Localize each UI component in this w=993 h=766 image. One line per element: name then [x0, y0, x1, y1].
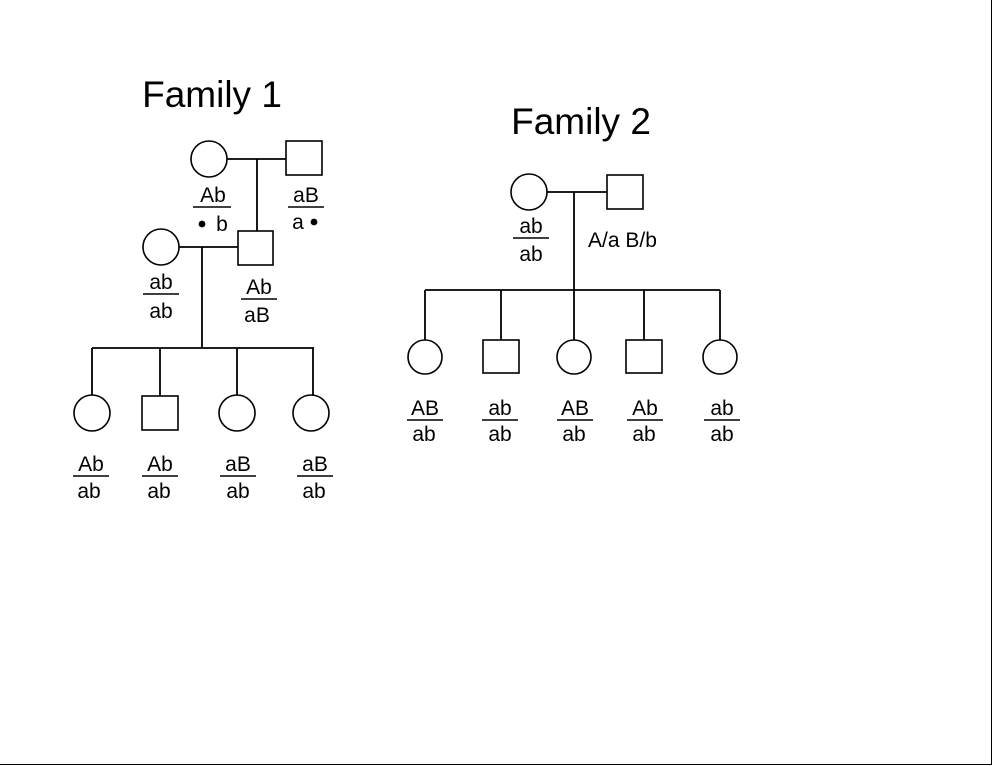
- f1-child-2-genotype: Ab ab: [142, 453, 178, 503]
- f1-g2-father-symbol: [237, 230, 274, 266]
- f2-father-symbol: [606, 174, 644, 210]
- genotype-top: ab: [488, 397, 511, 420]
- genotype-top: Ab: [78, 453, 104, 476]
- f1-child-4-symbol: [292, 394, 330, 432]
- genotype-bottom: ab: [149, 300, 172, 323]
- f1-p-father-genotype: aB a: [288, 184, 324, 234]
- f1-child-1-symbol: [73, 394, 111, 432]
- f2-child-4-genotype: Ab ab: [627, 397, 663, 446]
- f2-mother-symbol: [510, 173, 548, 211]
- family2-pedigree: Family 2 ab ab A/a B/b AB ab ab: [407, 101, 740, 446]
- genotype-bottom: ab: [488, 423, 511, 446]
- f1-child-3-genotype: aB ab: [220, 453, 256, 503]
- f2-child-1-genotype: AB ab: [407, 397, 443, 446]
- f2-child-5-symbol: [702, 339, 738, 375]
- genotype-top: ab: [519, 215, 542, 238]
- genotype-bottom: ab: [710, 423, 733, 446]
- genotype-top: AB: [561, 397, 589, 420]
- f1-p-father-symbol: [285, 140, 323, 176]
- genotype-bottom: aB: [244, 304, 270, 327]
- genotype-top: AB: [411, 397, 439, 420]
- f1-g2-mother-genotype: ab ab: [143, 271, 179, 323]
- f1-child-4-genotype: aB ab: [297, 453, 333, 503]
- genotype-bottom: ab: [302, 480, 325, 503]
- f2-child-3-symbol: [556, 339, 592, 375]
- genotype-top: aB: [225, 453, 251, 476]
- genotype-top: ab: [149, 271, 172, 294]
- f1-p-mother-genotype: Ab b: [193, 184, 231, 236]
- f2-father-genotype: A/a B/b: [588, 229, 657, 252]
- f1-child-2-symbol: [141, 395, 179, 431]
- genotype-top: aB: [302, 453, 328, 476]
- f2-child-2-genotype: ab ab: [482, 397, 518, 446]
- genotype-bottom: ab: [519, 243, 542, 266]
- f2-child-5-genotype: ab ab: [704, 397, 740, 446]
- f2-child-4-symbol: [625, 339, 663, 374]
- f1-g2-father-genotype: Ab aB: [241, 276, 277, 327]
- genotype-bottom: ab: [412, 423, 435, 446]
- family1-title: Family 1: [142, 74, 282, 115]
- f1-child-3-symbol: [218, 394, 256, 432]
- genotype-top: ab: [710, 397, 733, 420]
- genotype-top: Ab: [200, 184, 226, 207]
- dot-icon: [310, 218, 318, 226]
- f2-child-2-symbol: [482, 339, 520, 374]
- genotype-bottom: b: [216, 213, 228, 236]
- family2-title: Family 2: [511, 101, 651, 142]
- f1-p-mother-symbol: [190, 140, 228, 178]
- genotype-bottom: ab: [226, 480, 249, 503]
- f2-child-1-symbol: [407, 339, 443, 375]
- f1-g2-mother-symbol: [142, 228, 180, 266]
- genotype-top: Ab: [147, 453, 173, 476]
- genotype-bottom: a: [292, 211, 304, 234]
- f2-child-3-genotype: AB ab: [557, 397, 593, 446]
- genotype-top: Ab: [246, 276, 272, 299]
- dot-icon: [198, 220, 206, 228]
- family1-pedigree: Family 1 Ab b aB a ab ab: [73, 74, 333, 503]
- f1-child-1-genotype: Ab ab: [73, 453, 109, 503]
- genotype-bottom: ab: [562, 423, 585, 446]
- genotype-bottom: ab: [632, 423, 655, 446]
- genotype-top: Ab: [632, 397, 658, 420]
- genotype-bottom: ab: [147, 480, 170, 503]
- f2-mother-genotype: ab ab: [513, 215, 549, 266]
- genotype-bottom: ab: [77, 480, 100, 503]
- genotype-top: aB: [293, 184, 319, 207]
